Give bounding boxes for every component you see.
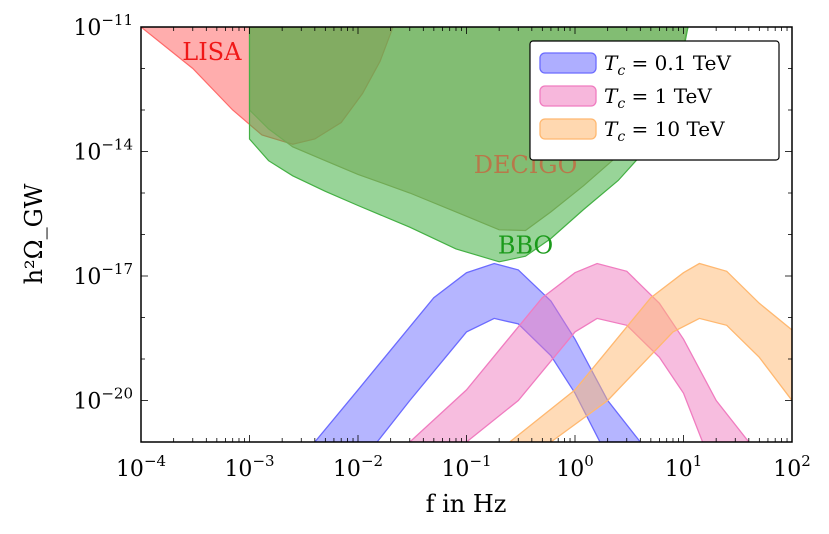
axis-tick-labels: 10−4 10−3 10−2 10−1 100 101 102 10−20 10−17 10−14…	[73, 11, 810, 482]
axis-ticks	[140, 26, 793, 443]
x-tick-label: 100	[556, 452, 594, 482]
x-tick-label: 10−1	[441, 452, 491, 482]
legend-entry: Tc = 1 TeV	[604, 84, 712, 112]
signal-bands	[313, 262, 792, 442]
legend: Tc = 0.1 TeV Tc = 1 TeV Tc = 10 TeV	[529, 40, 780, 161]
signal-band-1	[408, 262, 750, 442]
signal-band-2	[508, 262, 792, 442]
legend-swatch	[539, 85, 597, 107]
x-tick-label: 10−3	[224, 452, 274, 482]
y-tick-label: 10−11	[73, 11, 133, 41]
x-tick-label: 10−2	[333, 452, 383, 482]
y-tick-label: 10−14	[73, 136, 133, 166]
x-tick-label: 102	[773, 452, 811, 482]
legend-entry: Tc = 0.1 TeV	[604, 51, 731, 79]
lisa-label: LISA	[182, 38, 242, 66]
y-tick-label: 10−20	[73, 385, 133, 415]
x-tick-label: 10−4	[116, 452, 166, 482]
y-tick-label: 10−17	[73, 260, 133, 290]
x-tick-label: 101	[665, 452, 703, 482]
legend-swatch	[539, 52, 597, 74]
signal-band-0	[313, 262, 642, 442]
bbo-label: BBO	[498, 231, 553, 259]
legend-entry: Tc = 10 TeV	[604, 117, 725, 145]
legend-swatch	[539, 118, 597, 140]
x-axis-label: f in Hz	[426, 490, 507, 518]
y-axis-label: h²Ω_GW	[20, 183, 48, 284]
